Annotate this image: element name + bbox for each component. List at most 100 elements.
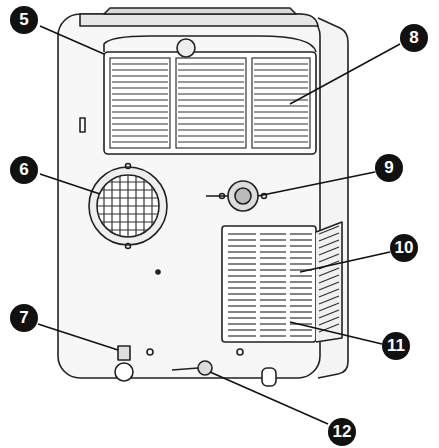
screw: [156, 270, 160, 274]
grille-slat: [228, 299, 256, 300]
leader-line: [210, 372, 328, 424]
grille-slat: [260, 257, 286, 258]
grille-slat: [178, 129, 244, 130]
grille-slat: [260, 281, 286, 282]
grille-slat: [228, 317, 256, 318]
grille-slat: [228, 281, 256, 282]
side-slat: [319, 310, 339, 318]
grille-slat: [112, 129, 168, 130]
grille-slat: [290, 281, 312, 282]
grille-slat: [178, 105, 244, 106]
leader-line: [290, 322, 382, 344]
vent-bar: [108, 229, 147, 230]
grille-slat: [228, 257, 256, 258]
grille-slat: [178, 99, 244, 100]
filter-tab: [177, 39, 195, 57]
grille-slat: [112, 141, 168, 142]
callout-number: 9: [375, 154, 403, 182]
callout-number: 11: [382, 332, 410, 360]
grille-slat: [290, 263, 312, 264]
vent-bar: [97, 205, 159, 206]
grille-slat: [112, 81, 168, 82]
side-slat: [319, 296, 339, 304]
power-label: [80, 118, 85, 132]
grille-slat: [178, 135, 244, 136]
grille-slat: [254, 141, 308, 142]
side-slat: [319, 233, 339, 241]
callout-number: 7: [10, 304, 38, 332]
callout-number: 6: [10, 156, 38, 184]
grille-column: [176, 58, 246, 148]
grille-slat: [290, 287, 312, 288]
leader-line: [38, 324, 118, 350]
grille-slat: [260, 317, 286, 318]
side-slat: [319, 268, 339, 276]
port-bracket: [206, 195, 228, 197]
grille-slat: [290, 317, 312, 318]
grille-slat: [260, 233, 286, 234]
grille-slat: [260, 287, 286, 288]
callout-number: 10: [390, 234, 418, 262]
upper-grille-frame: [104, 52, 316, 154]
grille-slat: [112, 69, 168, 70]
grille-slat: [228, 329, 256, 330]
leader-lines: [38, 26, 400, 424]
screw: [237, 349, 243, 355]
side-slat: [319, 226, 339, 234]
grille-slat: [254, 105, 308, 106]
grille-slat: [254, 111, 308, 112]
drain-plug: [172, 368, 198, 370]
caster-wheel: [262, 368, 276, 386]
grille-slat: [254, 93, 308, 94]
grille-slat: [178, 123, 244, 124]
grille-slat: [260, 329, 286, 330]
side-slat: [319, 254, 339, 262]
grille-slat: [254, 117, 308, 118]
leader-line: [40, 174, 100, 194]
unit-back-panel: [58, 14, 320, 378]
side-slat: [319, 240, 339, 248]
grille-slat: [290, 305, 312, 306]
grille-slat: [178, 141, 244, 142]
grille-slat: [228, 335, 256, 336]
grille-slat: [290, 329, 312, 330]
grille-slat: [228, 293, 256, 294]
bottom-drain: [198, 361, 212, 375]
vent-screw: [126, 244, 131, 249]
grille-slat: [178, 117, 244, 118]
leader-line: [40, 26, 104, 54]
grille-slat: [260, 263, 286, 264]
vent-bar: [101, 221, 154, 222]
grille-slat: [290, 257, 312, 258]
grille-slat: [228, 263, 256, 264]
grille-slat: [290, 311, 312, 312]
vent-bar: [98, 213, 158, 214]
grille-slat: [260, 245, 286, 246]
top-edge: [104, 8, 296, 14]
caster-mount: [118, 346, 130, 360]
grille-slat: [228, 233, 256, 234]
grille-slat: [178, 87, 244, 88]
grille-slat: [260, 323, 286, 324]
vent-bar: [143, 179, 144, 232]
grille-slat: [260, 311, 286, 312]
grille-slat: [290, 299, 312, 300]
grille-slat: [228, 311, 256, 312]
leader-line: [290, 44, 400, 104]
grille-slat: [112, 111, 168, 112]
grille-slat: [254, 123, 308, 124]
grille-slat: [290, 335, 312, 336]
callout-number: 12: [328, 418, 356, 446]
grille-slat: [254, 69, 308, 70]
grille-slat: [260, 305, 286, 306]
grille-slat: [112, 93, 168, 94]
grille-slat: [290, 275, 312, 276]
grille-slat: [112, 123, 168, 124]
exhaust-vent-ring: [89, 167, 167, 245]
grille-slat: [254, 75, 308, 76]
grille-slat: [254, 81, 308, 82]
grille-slat: [260, 299, 286, 300]
grille-slat: [112, 75, 168, 76]
side-slat: [319, 275, 339, 283]
